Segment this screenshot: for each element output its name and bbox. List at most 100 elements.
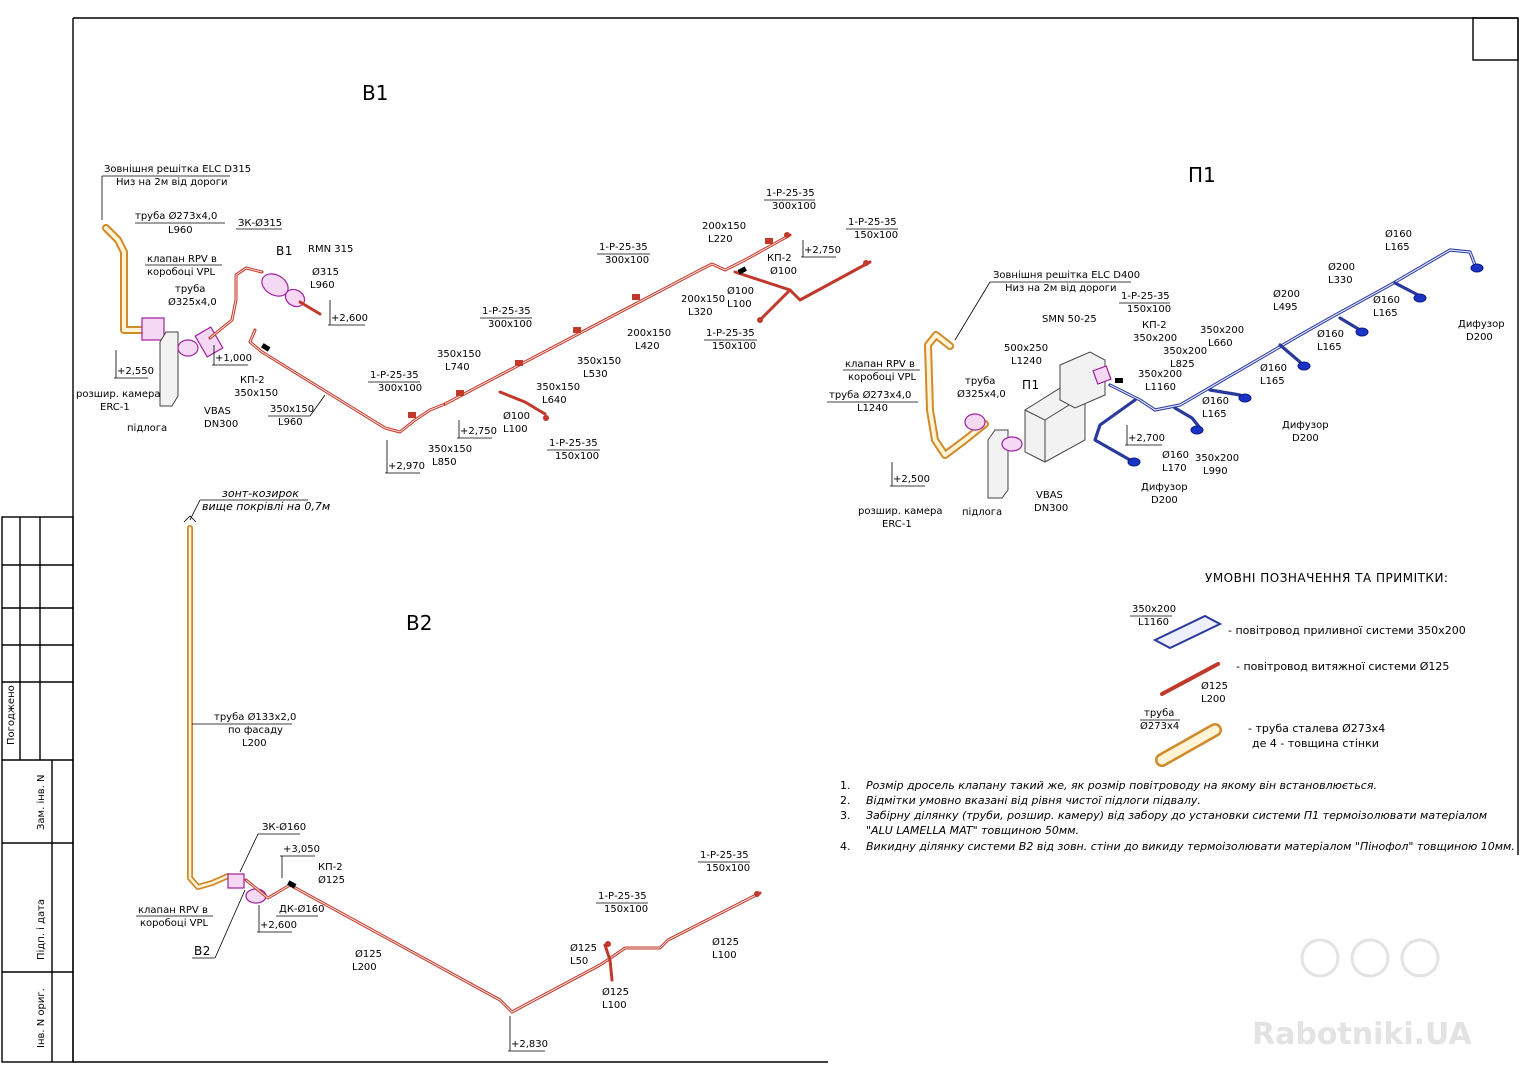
note-1-number: 1. xyxy=(840,779,851,792)
p1-duct-990-size: 350х200 xyxy=(1195,453,1239,464)
b2-d125-50-length: L50 xyxy=(570,956,588,967)
p1-duct-990-length: L990 xyxy=(1203,466,1228,477)
b1-duct-530-length: L530 xyxy=(583,369,608,380)
p1-d160-165c-size: Ø160 xyxy=(1317,328,1344,340)
b2-zk-label: ЗК-Ø160 xyxy=(262,821,306,833)
system-b1: Зовнішня решітка ELC D315 Низ на 2м від … xyxy=(76,163,898,474)
stamp-replace: Зам. інв. N xyxy=(35,775,47,831)
b1-duct-220-length: L220 xyxy=(708,234,733,245)
b2-r2-type: 1-Р-25-35 xyxy=(700,850,749,861)
p1-d200-495-length: L495 xyxy=(1273,302,1298,313)
b1-duct-740-length: L740 xyxy=(445,362,470,373)
p1-grille-label: Зовнішня решітка ELC D400 xyxy=(993,269,1140,281)
p1-d160-165a-length: L165 xyxy=(1202,409,1227,420)
b1-pipe2-size: Ø325х4,0 xyxy=(168,296,217,308)
b1-r6-size: 150х100 xyxy=(712,341,756,352)
b1-r4-type: 1-Р-25-35 xyxy=(599,242,648,253)
p1-pipe-length: L1240 xyxy=(857,403,888,414)
b1-grille-note: Низ на 2м від дороги xyxy=(116,176,227,188)
b1-el-2750a: +2,750 xyxy=(460,426,497,437)
b1-pipe2-label: труба xyxy=(175,284,205,295)
b1-kp2b-label: КП-2 xyxy=(767,253,792,264)
legend-steel-desc: - труба сталева Ø273х4 xyxy=(1248,722,1385,735)
note-2-text: Відмітки умовно вказані від рівня чистої… xyxy=(866,794,1201,807)
p1-pipe2-label: труба xyxy=(965,376,995,387)
legend-steel-size: Ø273х4 xyxy=(1140,720,1179,732)
legend-supply-length: L1160 xyxy=(1138,617,1169,628)
note-3-text-cont: "ALU LAMELLA MAT" товщиною 50мм. xyxy=(866,824,1079,837)
b2-d125-100b-length: L100 xyxy=(712,950,737,961)
legend-supply-size: 350х200 xyxy=(1132,604,1176,615)
vbas-fitting xyxy=(194,326,224,358)
watermark-text: Rabotniki.UA xyxy=(1252,1017,1472,1052)
p1-diff2-size: D200 xyxy=(1292,433,1319,444)
p1-duct-500-length: L1240 xyxy=(1011,356,1042,367)
legend-exhaust-size: Ø125 xyxy=(1201,680,1228,692)
b1-r2-type: 1-Р-25-35 xyxy=(482,306,531,317)
b1-d100a-size: Ø100 xyxy=(503,410,530,422)
p1-d200-330-size: Ø200 xyxy=(1328,261,1355,273)
b2-kp2-size: Ø125 xyxy=(318,874,345,886)
note-2-number: 2. xyxy=(840,794,851,807)
p1-d160-165d-length: L165 xyxy=(1373,308,1398,319)
b1-floor-label: підлога xyxy=(127,422,167,434)
b1-pipe-length: L960 xyxy=(168,225,193,236)
p1-kp2-label: КП-2 xyxy=(1142,320,1167,331)
b1-r4-size: 300х100 xyxy=(605,255,649,266)
legend-exhaust-length: L200 xyxy=(1201,694,1226,705)
b1-kp2-size: 350х150 xyxy=(234,388,278,399)
b1-duct-960-length: L960 xyxy=(278,417,303,428)
b2-r2-size: 150х100 xyxy=(706,863,750,874)
p1-duct-660-length: L660 xyxy=(1208,338,1233,349)
b1-kp2-label: КП-2 xyxy=(240,375,265,386)
b2-pipe-length: L200 xyxy=(242,738,267,749)
legend: УМОВНІ ПОЗНАЧЕННЯ ТА ПРИМІТКИ: 350х200 L… xyxy=(1130,571,1466,767)
p1-pipe-label: труба Ø273х4,0 xyxy=(829,389,911,401)
p1-smn-label: SMN 50-25 xyxy=(1042,314,1097,325)
b2-d125-100a-size: Ø125 xyxy=(602,986,629,998)
p1-kp2-size: 350х200 xyxy=(1133,333,1177,344)
p1-d160-165e-length: L165 xyxy=(1385,242,1410,253)
b1-d315-label: Ø315 xyxy=(312,266,339,278)
system-title-b1: B1 xyxy=(362,81,388,105)
b1-pipe-label: труба Ø273х4,0 xyxy=(135,210,217,222)
p1-valve-label: клапан RPV в xyxy=(845,359,915,370)
p1-duct-500-size: 500х250 xyxy=(1004,343,1048,354)
p1-diff2-label: Дифузор xyxy=(1282,420,1329,431)
stamp-agreed: Погоджено xyxy=(6,685,17,745)
p1-d160-170-size: Ø160 xyxy=(1162,449,1189,461)
p1-grille-note: Низ на 2м від дороги xyxy=(1005,282,1116,294)
b1-duct-850-length: L850 xyxy=(432,457,457,468)
b1-d100b-length: L100 xyxy=(727,299,752,310)
b1-r1-type: 1-Р-25-35 xyxy=(370,370,419,381)
p1-d160-165b-length: L165 xyxy=(1260,376,1285,387)
b1-el-2600: +2,600 xyxy=(331,313,368,324)
p1-d160-165b-size: Ø160 xyxy=(1260,362,1287,374)
p1-kp2-damper xyxy=(1115,378,1123,383)
note-3-number: 3. xyxy=(840,809,851,822)
b1-duct-740-size: 350х150 xyxy=(437,349,481,360)
b2-hood-label: зонт-козирок xyxy=(222,487,299,500)
p1-duct-825-length: L825 xyxy=(1170,359,1195,370)
b2-dk-label: ДК-Ø160 xyxy=(279,903,324,915)
note-4-number: 4. xyxy=(840,840,851,853)
p1-unit-tag: П1 xyxy=(1022,378,1040,392)
p1-d160-165a-size: Ø160 xyxy=(1202,395,1229,407)
b2-hood-note: вище покрівлі на 0,7м xyxy=(202,500,330,513)
p1-el-2700: +2,700 xyxy=(1128,433,1165,444)
b1-duct-850-size: 350х150 xyxy=(428,444,472,455)
legend-supply-desc: - повітровод приливної системи 350х200 xyxy=(1228,624,1466,637)
p1-diff3-label: Дифузор xyxy=(1458,319,1505,330)
legend-steel-note: де 4 - товщина стінки xyxy=(1252,737,1379,750)
b1-duct-530-size: 350х150 xyxy=(577,356,621,367)
b1-d100a-length: L100 xyxy=(503,424,528,435)
b1-r2-size: 300х100 xyxy=(488,319,532,330)
b1-rmn-label: RMN 315 xyxy=(308,244,353,255)
b1-r7-size: 150х100 xyxy=(854,230,898,241)
b1-grille-label: Зовнішня решітка ELC D315 xyxy=(104,163,251,175)
b1-duct-320-size: 200х150 xyxy=(681,294,725,305)
b1-valve-label: клапан RPV в xyxy=(147,254,217,265)
b1-el-2550: +2,550 xyxy=(117,366,154,377)
b1-duct-420-size: 200х150 xyxy=(627,328,671,339)
watermark-worker-icon xyxy=(1300,938,1340,978)
